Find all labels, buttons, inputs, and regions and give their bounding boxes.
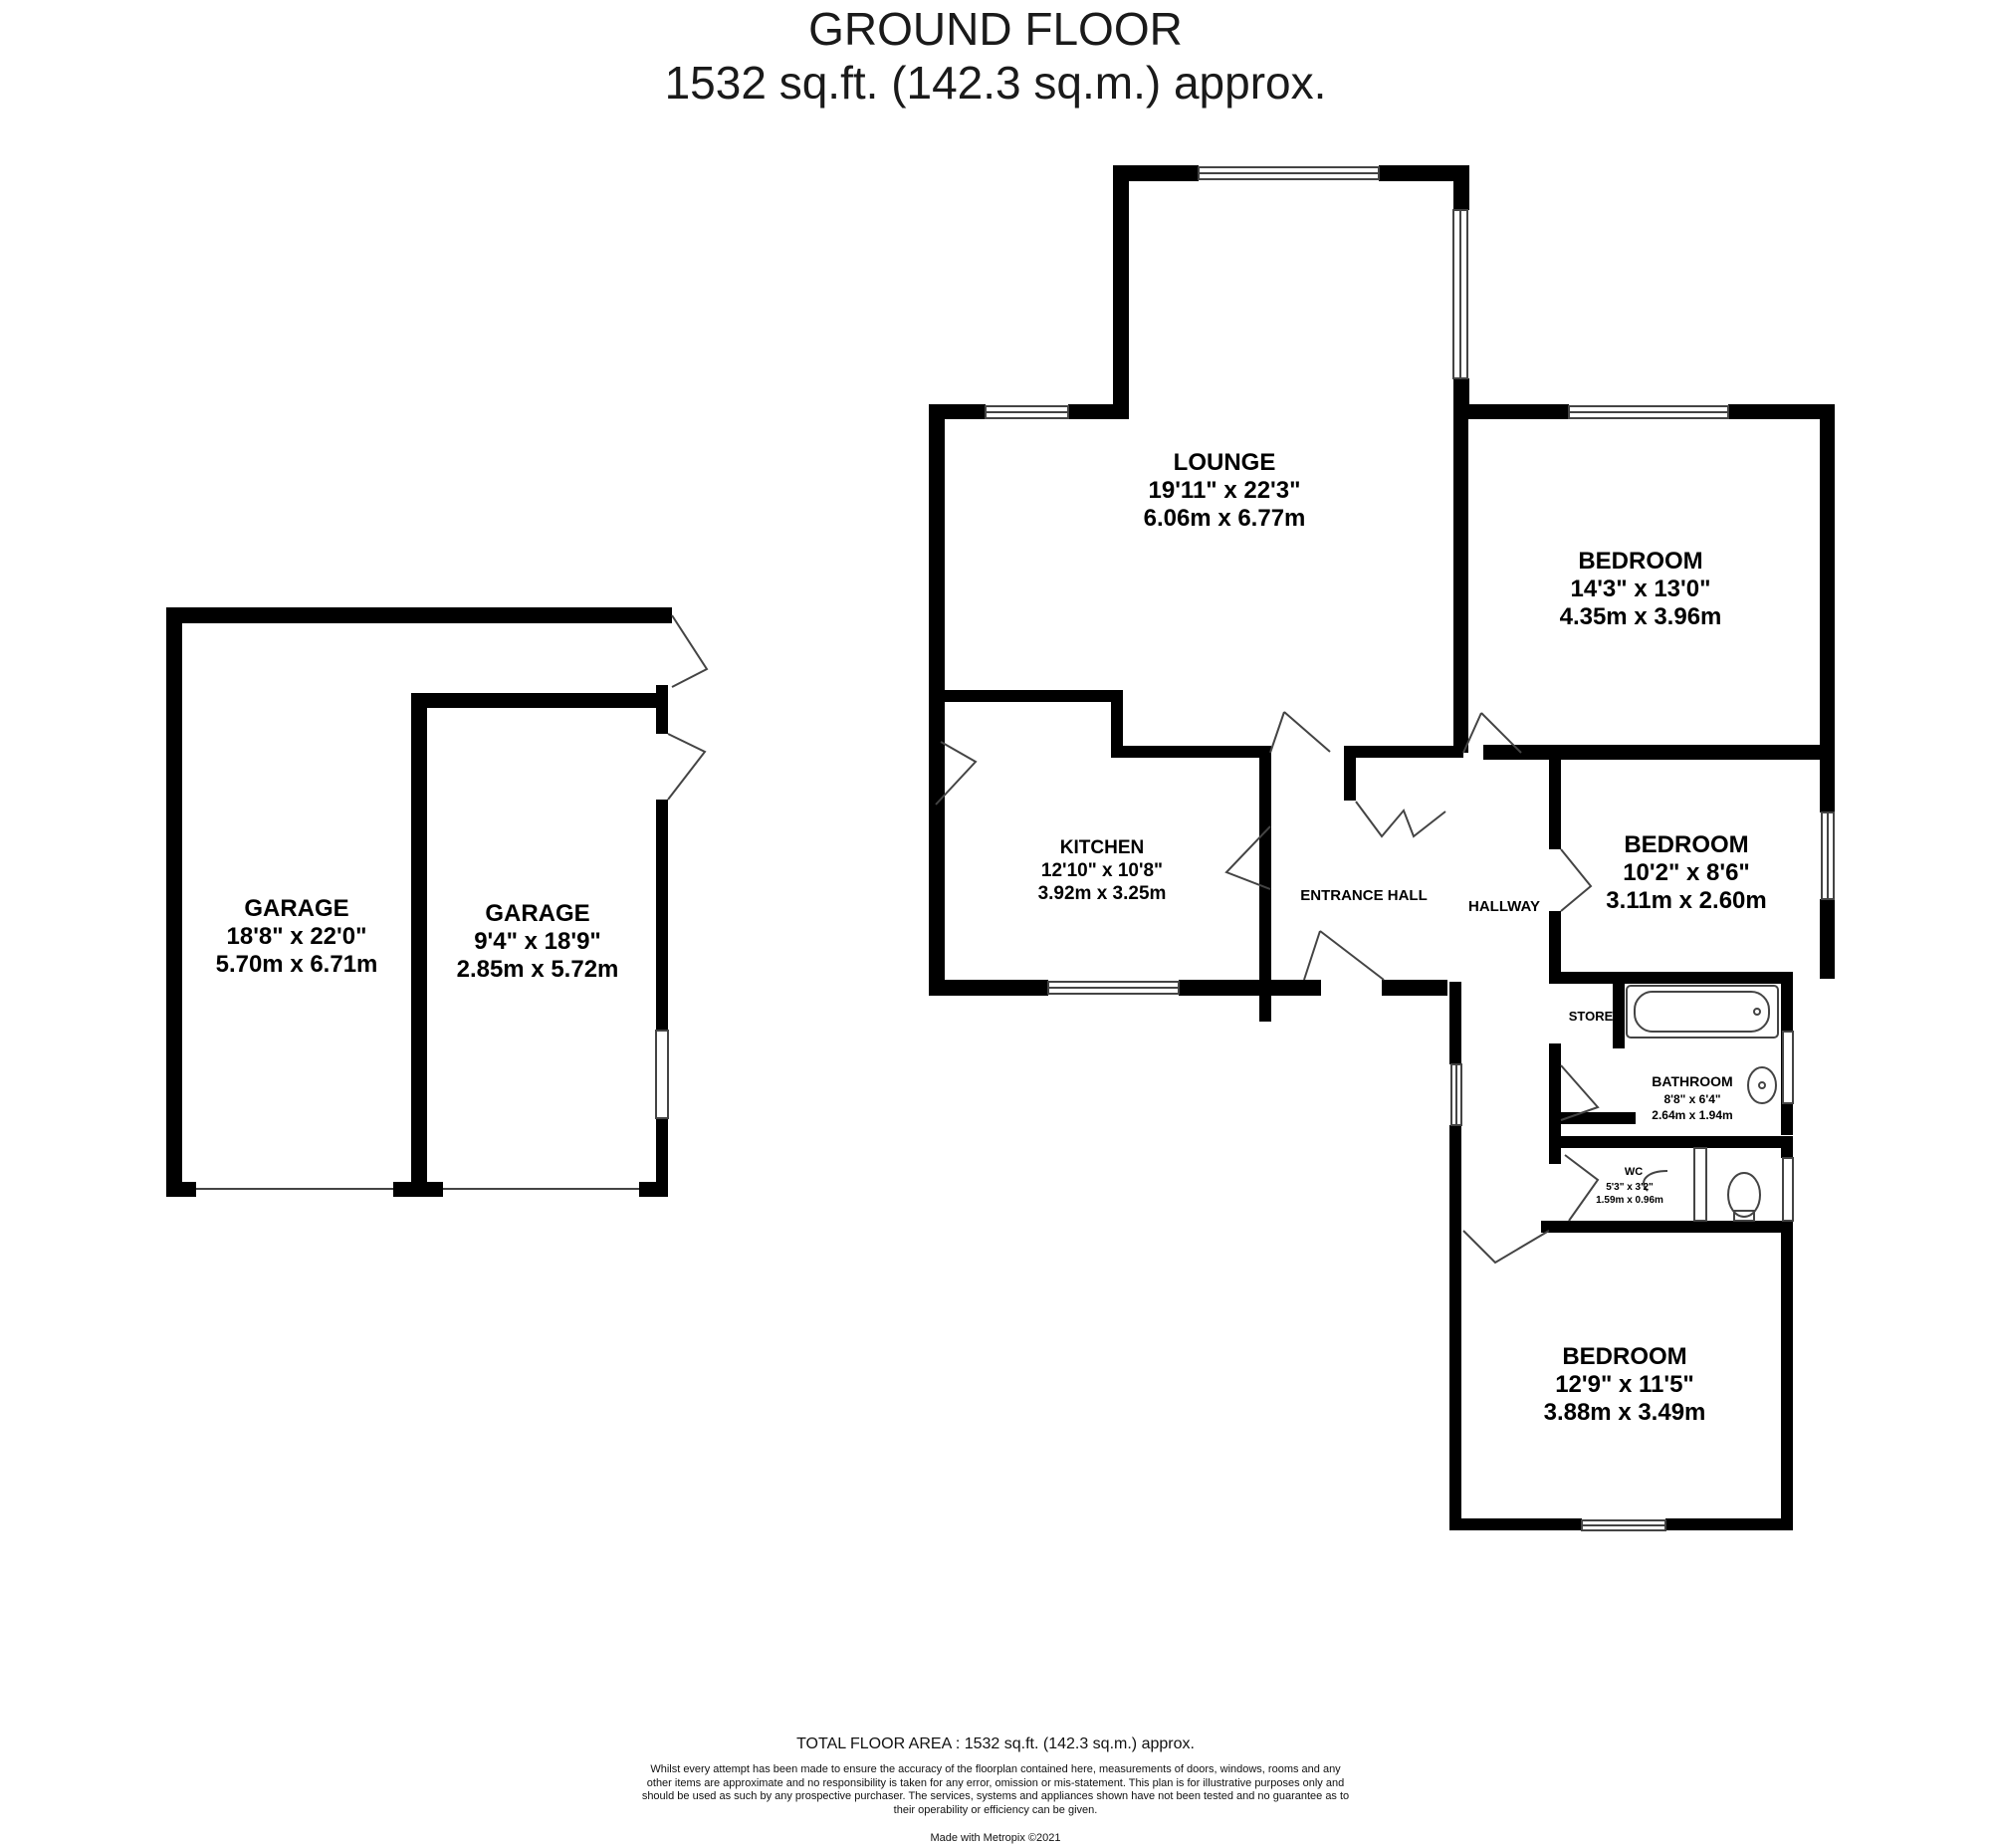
- bedroom-1-metric: 4.35m x 3.96m: [1560, 603, 1722, 630]
- floor-title: GROUND FLOOR: [808, 3, 1183, 55]
- garage-walls: [166, 607, 672, 1197]
- lounge-metric: 6.06m x 6.77m: [1144, 505, 1306, 532]
- door-swings: [935, 711, 1600, 1265]
- room-label-wc: WC 5'3" x 3'2" 1.59m x 0.96m: [1596, 1166, 1663, 1206]
- credit: Made with Metropix ©2021: [930, 1832, 1061, 1844]
- room-label-lounge: LOUNGE 19'11" x 22'3" 6.06m x 6.77m: [1144, 449, 1306, 532]
- bedroom-1-imperial: 14'3" x 13'0": [1571, 576, 1711, 602]
- bedroom-2-metric: 3.11m x 2.60m: [1606, 887, 1766, 914]
- store-name: STORE: [1569, 1009, 1614, 1024]
- lounge-name: LOUNGE: [1174, 449, 1276, 476]
- lounge-imperial: 19'11" x 22'3": [1149, 477, 1301, 504]
- disclaimer: Whilst every attempt has been made to en…: [641, 1763, 1350, 1816]
- room-label-bedroom-3: BEDROOM 12'9" x 11'5" 3.88m x 3.49m: [1544, 1343, 1706, 1426]
- house-walls: [929, 165, 1835, 1530]
- bedroom-1-name: BEDROOM: [1578, 548, 1702, 575]
- windows: [985, 166, 1835, 1531]
- garage-1-metric: 5.70m x 6.71m: [216, 951, 378, 978]
- room-label-bedroom-2: BEDROOM 10'2" x 8'6" 3.11m x 2.60m: [1606, 831, 1766, 914]
- kitchen-name: KITCHEN: [1060, 837, 1144, 858]
- hallway-name: HALLWAY: [1468, 898, 1540, 915]
- toilet: [1727, 1172, 1761, 1222]
- wc-imperial: 5'3" x 3'2": [1606, 1182, 1654, 1193]
- bath-tub: [1626, 985, 1779, 1039]
- room-label-entrance-hall: ENTRANCE HALL: [1300, 887, 1428, 904]
- wc-metric: 1.59m x 0.96m: [1596, 1195, 1663, 1206]
- bedroom-2-name: BEDROOM: [1624, 831, 1748, 858]
- room-label-store: STORE: [1569, 1009, 1614, 1024]
- bedroom-2-imperial: 10'2" x 8'6": [1623, 859, 1750, 886]
- wash-basin: [1747, 1066, 1777, 1104]
- room-label-bathroom: BATHROOM 8'8" x 6'4" 2.64m x 1.94m: [1652, 1073, 1732, 1122]
- bedroom-3-metric: 3.88m x 3.49m: [1544, 1399, 1706, 1426]
- room-label-hallway: HALLWAY: [1468, 898, 1540, 915]
- garage-2-name: GARAGE: [485, 900, 589, 927]
- bathroom-name: BATHROOM: [1652, 1073, 1732, 1089]
- room-label-bedroom-1: BEDROOM 14'3" x 13'0" 4.35m x 3.96m: [1560, 548, 1722, 630]
- bedroom-3-imperial: 12'9" x 11'5": [1555, 1371, 1694, 1398]
- bathroom-metric: 2.64m x 1.94m: [1652, 1108, 1732, 1122]
- room-label-garage-1: GARAGE 18'8" x 22'0" 5.70m x 6.71m: [216, 895, 378, 978]
- garage-doors: [196, 614, 709, 1190]
- kitchen-imperial: 12'10" x 10'8": [1041, 860, 1163, 881]
- garage-2-imperial: 9'4" x 18'9": [474, 928, 601, 955]
- kitchen-metric: 3.92m x 3.25m: [1038, 883, 1167, 904]
- entrance-hall-name: ENTRANCE HALL: [1300, 887, 1428, 904]
- wc-name: WC: [1625, 1166, 1643, 1178]
- garage-1-imperial: 18'8" x 22'0": [227, 923, 367, 950]
- floor-area: 1532 sq.ft. (142.3 sq.m.) approx.: [664, 57, 1327, 109]
- garage-2-metric: 2.85m x 5.72m: [457, 956, 619, 983]
- garage-1-name: GARAGE: [244, 895, 348, 922]
- bathroom-imperial: 8'8" x 6'4": [1663, 1092, 1720, 1106]
- total-floor-area: TOTAL FLOOR AREA : 1532 sq.ft. (142.3 sq…: [796, 1735, 1195, 1752]
- room-label-kitchen: KITCHEN 12'10" x 10'8" 3.92m x 3.25m: [1038, 837, 1167, 904]
- bedroom-3-name: BEDROOM: [1562, 1343, 1686, 1370]
- wc-basin: [1643, 1147, 1707, 1222]
- room-label-garage-2: GARAGE 9'4" x 18'9" 2.85m x 5.72m: [457, 900, 619, 983]
